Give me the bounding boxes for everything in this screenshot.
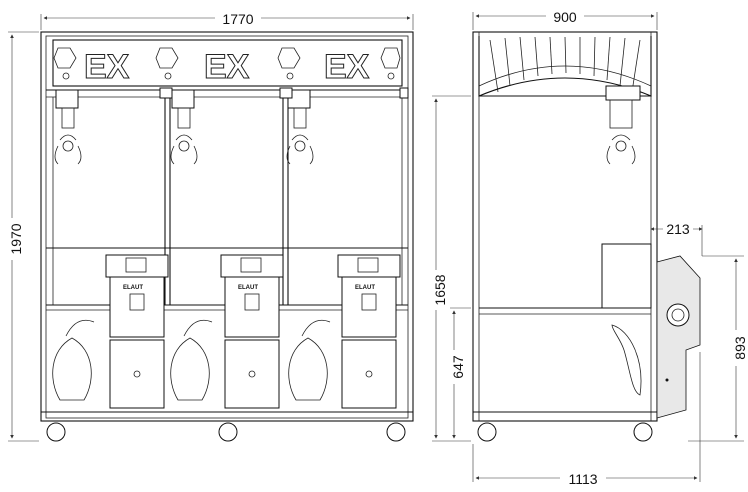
front-height-dimension: 1970 xyxy=(4,31,39,442)
front-claw-2 xyxy=(170,89,198,165)
front-wheels xyxy=(46,422,406,442)
front-topper-logo: EX EX EX xyxy=(53,48,401,87)
side-control-panel xyxy=(656,255,701,419)
front-control-unit-2: ELAUT xyxy=(220,254,284,409)
svg-text:EX: EX xyxy=(324,48,370,86)
front-control-unit-1: ELAUT xyxy=(105,254,169,409)
side-panel-height-dimension: 893 xyxy=(688,255,748,442)
front-control-unit-3: ELAUT xyxy=(337,254,401,409)
svg-text:EX: EX xyxy=(84,48,130,86)
front-decor-shapes xyxy=(52,319,331,401)
side-lower-height-dimension: 647 xyxy=(446,307,471,439)
svg-text:213: 213 xyxy=(666,221,690,237)
side-depth-top-dimension: 900 xyxy=(472,8,658,30)
svg-text:647: 647 xyxy=(450,355,466,379)
front-view: EX EX EX xyxy=(40,31,414,442)
svg-text:1113: 1113 xyxy=(568,471,597,487)
side-view xyxy=(472,31,701,442)
side-total-depth-dimension: 1113 xyxy=(472,352,701,487)
side-panel-depth-dimension: 213 xyxy=(650,220,703,256)
svg-text:1970: 1970 xyxy=(8,223,24,254)
svg-text:EX: EX xyxy=(204,48,250,86)
svg-text:ELAUT: ELAUT xyxy=(238,285,258,291)
side-height-dimension: 1658 xyxy=(428,95,471,442)
side-wheels xyxy=(477,422,653,442)
svg-text:893: 893 xyxy=(732,336,748,360)
front-topper xyxy=(52,39,403,87)
svg-text:1770: 1770 xyxy=(222,11,253,27)
front-claw-3 xyxy=(286,89,314,165)
svg-text:ELAUT: ELAUT xyxy=(355,285,375,291)
front-cabinet-outline xyxy=(40,31,414,422)
svg-text:1658: 1658 xyxy=(432,274,448,305)
front-claw-1 xyxy=(54,89,82,165)
side-claw xyxy=(605,85,641,165)
front-width-dimension: 1770 xyxy=(40,10,414,30)
svg-text:ELAUT: ELAUT xyxy=(123,285,143,291)
svg-text:900: 900 xyxy=(553,9,577,25)
